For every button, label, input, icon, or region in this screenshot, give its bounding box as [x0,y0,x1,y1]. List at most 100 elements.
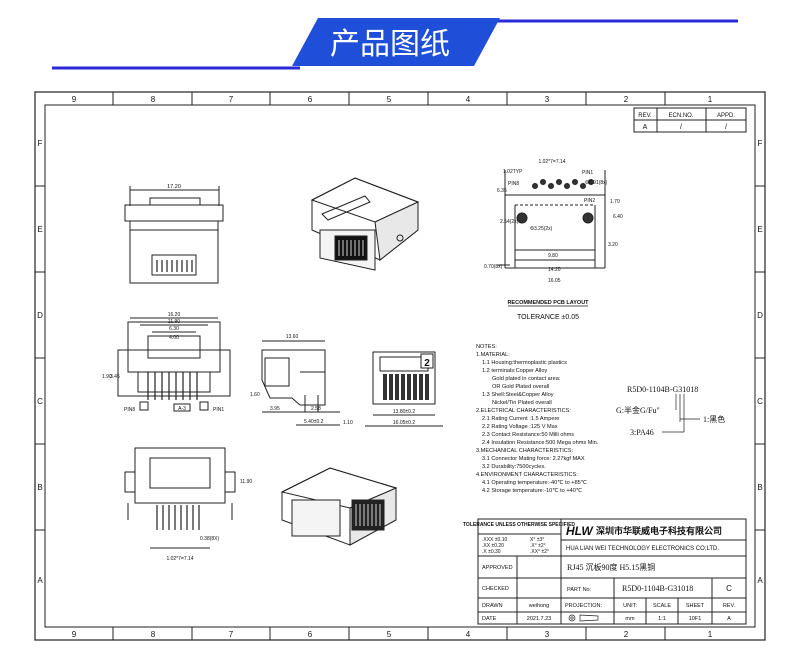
row-labels-left: F E D C B A [37,139,43,585]
dim-d540: 5.40±0.2 [304,419,324,425]
part-number: R5D0-1104B-G31018 [622,584,693,593]
col-label: 8 [151,95,156,104]
tol-title: TOLERANCE UNLESS OTHERWISE SPECIFIED [463,522,575,528]
projection-label: PROJECTION: [565,603,602,609]
company-logo: HLW [566,524,594,538]
dim-d038: 0.38(8X) [200,536,220,542]
approved-label: APPROVED [482,565,513,571]
row-label: C [37,397,43,406]
dim-d1605b: 16.05±0.2 [393,420,415,426]
row-label: B [757,483,762,492]
row-labels-right: F E D C B A [757,139,763,585]
note-line: 2.1 Rating Current :1.5 Ampere [482,416,559,422]
pcb-layout [498,170,606,269]
row-label: D [757,311,763,320]
bottom-dimensions: 16.20 11.90 6.30 4.00 1.90 3.45 PIN8 PIN… [102,312,224,413]
column-ticks [35,92,765,640]
tol-row-angle: .X° ±2° [530,543,546,549]
note-line: 2.2 Rating Voltage :125 V Max [482,424,558,430]
row-label: A [757,576,763,585]
col-label: 6 [308,630,313,639]
note-line: 2.3 Contact Resistance:50 Milli ohms [482,432,574,438]
note-line: 3.1 Connector Mating force: 2.27kgf MAX [482,456,585,462]
bottom-view [117,317,231,412]
title-block [477,518,747,625]
date-label: DATE [482,616,497,622]
note-line: 4.2 Storage temperature:-10℃ to +40℃ [482,488,583,494]
tolerance-note: TOLERANCE ±0.05 [517,314,579,321]
dim-d190: 1.90 [102,374,112,380]
tol-row: .X ±0.30 [482,549,501,555]
part-code-g: G:半金G/Fu" [616,405,660,415]
dim-d320: 3.20 [608,242,618,248]
dim-pcb-top: 1.02*7=7.14 [538,159,565,165]
dim-d1380: 13.80±0.2 [393,409,415,415]
rev-value: A [643,124,648,131]
label-pin2: PIN2 [584,198,595,204]
dim-d258: 2.58 [311,406,321,412]
part-rev: C [726,584,732,593]
company-name-cn: 深圳市华联威电子科技有限公司 [596,525,722,536]
dim-d070: 0.70(8x) [484,264,503,270]
scale-value: 1:1 [658,616,666,622]
dim-d254: 2.54(2x) [500,219,519,225]
rev-header: REV. [638,113,652,119]
rev-value-block: A [727,616,731,622]
ecn-value: / [680,124,682,131]
tolerance-block: TOLERANCE UNLESS OTHERWISE SPECIFIED .XX… [463,522,575,555]
col-label: 7 [229,630,234,639]
projection-symbol-icon [568,614,599,622]
page-title: 产品图纸 [330,27,450,62]
dim-pitch: 1.02*7=7.14 [166,556,193,562]
side-dimensions: 13.60 1.60 3.95 2.58 5.40±0.2 1.10 [250,334,353,426]
col-label: 6 [308,95,313,104]
scale-label: SCALE [653,603,671,609]
dim-front-width: 17.20 [167,184,181,190]
col-label: 3 [545,630,550,639]
note-line: 1.MATERIAL: [476,352,510,358]
rear-view [365,351,443,427]
isometric-view-bottom [280,467,398,546]
col-label: 8 [151,630,156,639]
col-label: 3 [545,95,550,104]
row-label: F [758,139,763,148]
label-pin8-bottom: PIN8 [124,407,135,413]
dim-d325: Φ3.25(2x) [530,226,553,232]
part-code-one: 1:黑色 [703,414,725,424]
dim-side-top: 13.60 [286,334,299,340]
row-label: F [38,139,43,148]
rev-label: REV. [723,603,736,609]
dim-pcb-typ: 1.02TYP [503,169,523,175]
checked-label: CHECKED [482,586,509,592]
sheet-label: SHEET [686,603,705,609]
title-block-labels: APPROVED CHECKED DRAWN DATE weihong 2021… [482,565,736,622]
inner-frame [44,104,756,628]
note-line: Gold plated in contact area: [492,376,561,382]
note-line: 1.2 terminals:Copper Alloy [482,368,547,374]
tol-row: .XXX ±0.10 [482,537,507,543]
note-line: 2.4 Insulation Resistance:500 Mega ohms … [482,440,599,446]
ecn-header: ECN.NO. [668,113,693,119]
dim-d091: Φ0.91(8x) [585,180,608,186]
dim-d980: 9.80 [548,253,558,259]
note-line: 2.ELECTRICAL CHARACTERISTICS: [476,408,571,414]
label-pin1-bottom: PIN1 [213,407,224,413]
dim-bottom-w3: 6.30 [169,326,179,332]
dim-d110: 1.10 [343,420,353,426]
note-line: 3.2 Durability:7500cycles. [482,464,546,470]
revision-table: REV. ECN.NO. APPD. A / / [633,107,747,133]
column-labels-bottom: 9 8 7 6 5 4 3 2 1 [72,630,713,639]
row-label: E [757,225,762,234]
drawn-label: DRAWN [482,603,503,609]
col-label: 2 [624,95,629,104]
dim-d635: 6.35 [497,188,507,194]
note-line: 1.1 Housing:thermoplastic plastics [482,360,567,366]
note-line: Nickel/Tin Plated overall [492,400,552,406]
col-label: 4 [466,630,471,639]
pcb-layout-title: RECOMMENDED PCB LAYOUT [507,300,589,306]
note-line: 1.3 Shell:Steel&Copper Alloy [482,392,554,398]
dim-d1420: 14.20 [548,267,561,273]
unit-value: mm [625,616,635,622]
column-labels-top: 9 8 7 6 5 4 3 2 1 [72,95,713,104]
